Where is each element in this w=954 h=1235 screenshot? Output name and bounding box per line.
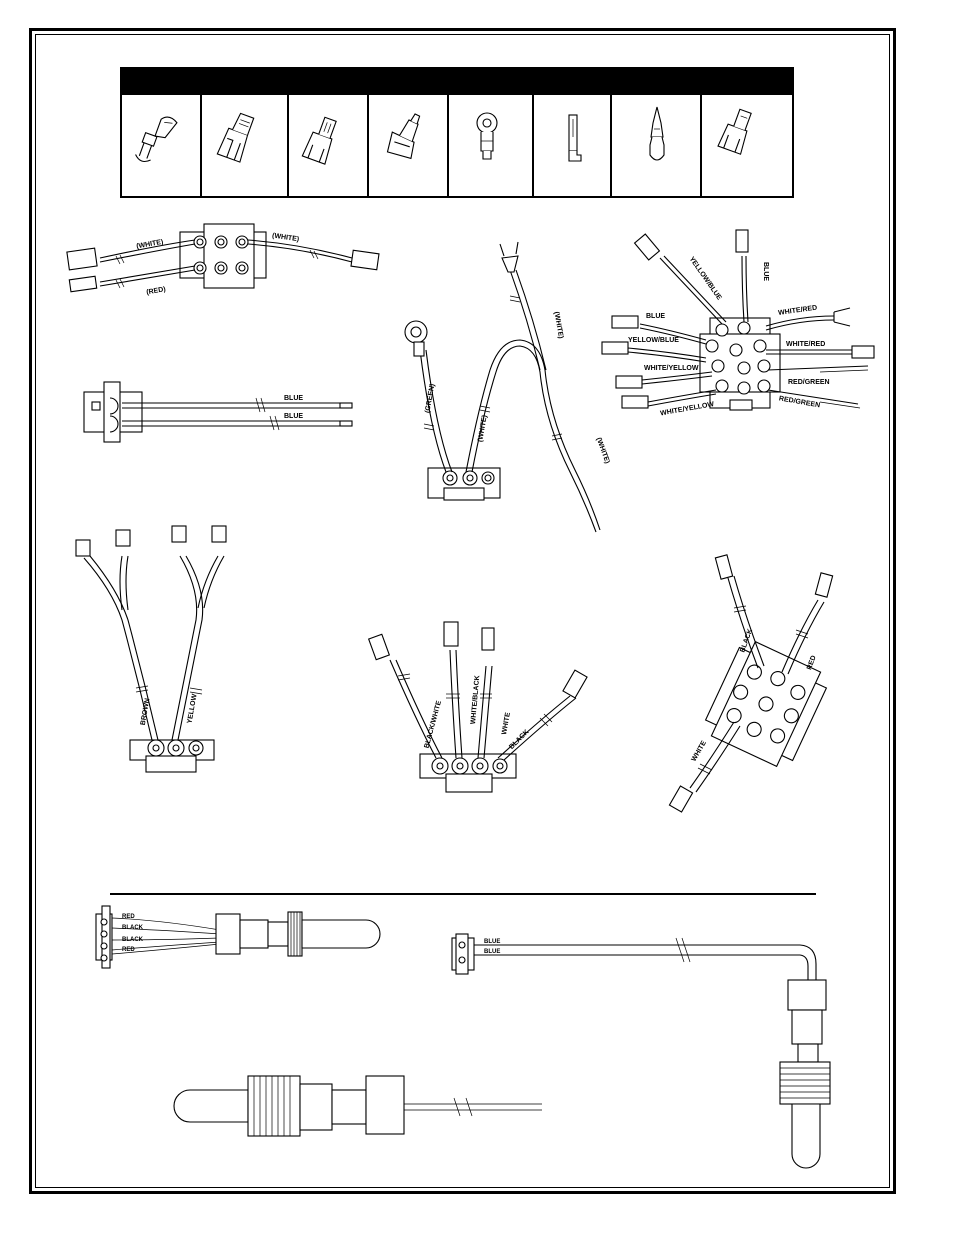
h5-wire-label-1: BROWN [140,698,152,726]
h3-wire-label-4: (WHITE) [595,437,611,465]
outer-frame [29,28,896,1194]
s1-wire-label-2: BLACK [122,925,144,931]
h4-wire-label-6: WHITE/RED [786,341,825,348]
s1-wire-label-1: RED [122,914,135,920]
terminal-table [120,67,794,198]
h7-wire-label-3: WHITE [691,740,709,763]
s1-wire-label-4: RED [122,947,135,953]
h4-wire-label-5: YELLOW/BLUE [628,337,679,344]
harness-6: BLACK/WHITE WHITE/BLACK WHITE BLACK [367,621,588,793]
female-quick-disconnect-icon [216,112,255,163]
h6-wire-label-2: WHITE/BLACK [470,675,481,724]
butt-connector-icon [386,113,421,160]
h3-wire-label-3: (WHITE) [552,311,564,339]
h6-wire-label-3: WHITE [501,712,512,736]
spade-fork-terminal-icon [135,116,178,163]
s1-wire-label-3: BLACK [122,937,144,943]
harness-1: (WHITE) (WHITE) (RED) [66,223,380,296]
inner-frame [35,34,890,1188]
h1-wire-label-1: (WHITE) [136,239,164,251]
h1-wire-label-3: (RED) [146,286,166,296]
sensor-3 [173,1075,542,1137]
h2-wire-label-1: BLUE [284,395,303,402]
h7-wire-label-2: RED [806,655,818,671]
h4-wire-label-3: BLUE [646,313,665,320]
harness-7: BLACK RED WHITE [668,554,834,813]
ring-terminal-icon [476,112,498,160]
female-disconnect-icon [301,116,337,165]
h3-wire-label-2: (WHITE) [477,415,489,443]
h3-wire-label-1: (GREEN) [424,383,436,413]
harness-2: BLUE BLUE [83,381,353,443]
h4-wire-label-8: RED/GREEN [788,379,830,386]
flag-disconnect-icon [717,108,752,155]
h2-wire-label-2: BLUE [284,413,303,420]
bullet-terminal-icon [649,106,665,161]
harness-4: YELLOW/BLUE BLUE BLUE WHITE/RED YELLOW/B… [601,229,875,417]
harness-3: (GREEN) (WHITE) (WHITE) (WHITE) [404,241,611,533]
s2-wire-label-1: BLUE [484,939,500,945]
harness-5: BROWN YELLOW [75,525,227,773]
h4-wire-label-1: YELLOW/BLUE [688,256,723,302]
s2-wire-label-2: BLUE [484,949,500,955]
h4-wire-label-4: WHITE/RED [778,305,818,317]
pin-terminal-icon [568,114,582,162]
h4-wire-label-2: BLUE [762,262,769,281]
sensor-2: BLUE BLUE [451,933,831,1169]
h4-wire-label-7: WHITE/YELLOW [644,365,699,372]
h1-wire-label-2: (WHITE) [272,233,300,244]
h5-wire-label-2: YELLOW [186,693,198,724]
sensor-1: RED BLACK BLACK RED [95,905,381,969]
h4-wire-label-9: WHITE/YELLOW [660,401,715,417]
